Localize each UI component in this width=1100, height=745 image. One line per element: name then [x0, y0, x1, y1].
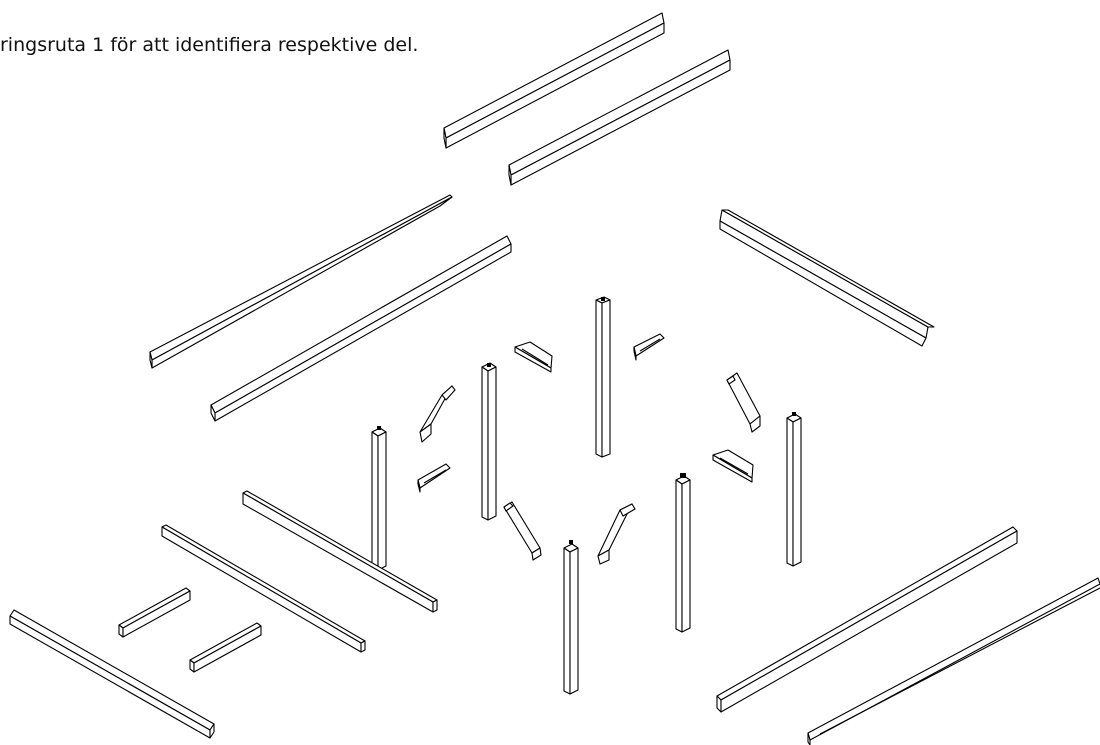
brace-right: [712, 449, 754, 483]
top-beam-lower: [508, 49, 731, 186]
angled-block-right: [726, 372, 761, 433]
brace-top-right: [633, 333, 665, 361]
brace-left: [417, 463, 451, 493]
angled-block-left: [419, 385, 456, 443]
post-peg-icon: [377, 426, 381, 430]
center-post: [595, 296, 611, 458]
far-left-board: [9, 609, 215, 739]
lower-right-long-beam: [716, 526, 1018, 713]
small-block-upper: [118, 587, 191, 638]
lower-left-middle-beam: [161, 524, 366, 653]
lower-right-roof-board: [807, 577, 1100, 745]
upper-left-roof-board: [149, 194, 453, 369]
post-peg-icon: [792, 412, 796, 416]
post-peg-icon: [680, 473, 686, 478]
post-peg-icon: [487, 363, 491, 367]
post-peg-icon: [601, 297, 605, 301]
top-beam-upper: [443, 12, 665, 149]
angled-block-lower-right: [597, 503, 636, 565]
angled-block-lower-left: [503, 501, 542, 561]
lower-left-long-beam: [242, 490, 438, 613]
left-center-post: [481, 362, 497, 521]
lower-center-post: [563, 540, 579, 695]
post-peg-icon: [569, 540, 573, 544]
instruction-text: ringsruta 1 för att identifiera respekti…: [0, 34, 419, 56]
small-block-lower: [189, 622, 262, 673]
lower-right-post: [675, 473, 691, 633]
brace-top-left: [514, 341, 553, 373]
left-long-beam: [210, 235, 512, 422]
right-long-beam: [719, 209, 935, 347]
left-post: [371, 426, 387, 571]
right-post: [786, 412, 802, 567]
